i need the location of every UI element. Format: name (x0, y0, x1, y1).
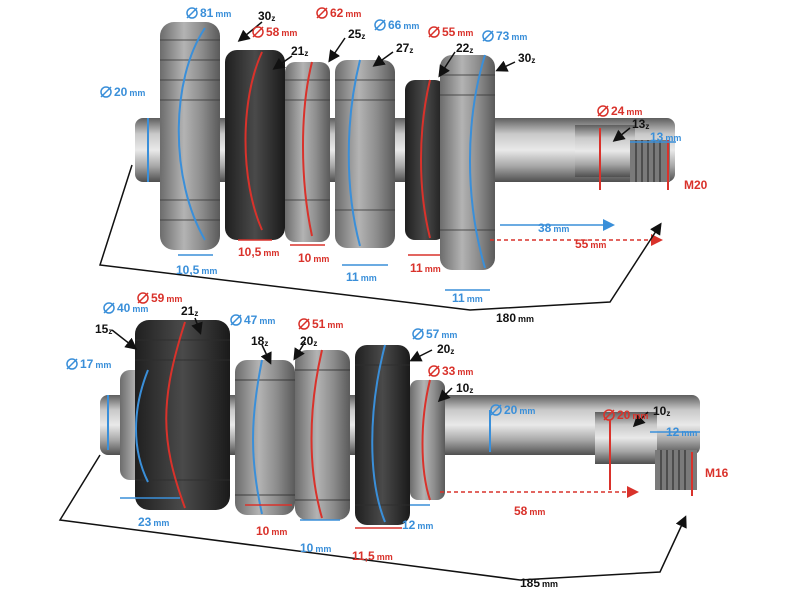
diameter-icon (66, 358, 78, 370)
diameter-icon (137, 292, 149, 304)
diameter-icon (100, 86, 112, 98)
bottom-teeth-20-label: 20z (300, 334, 318, 348)
bottom-teeth-10-label: 10z (456, 381, 474, 395)
diameter-icon (597, 105, 609, 117)
top-width-lines (178, 141, 676, 291)
diameter-icon (186, 7, 198, 19)
top-teeth-30-label: 30z (258, 9, 276, 23)
top-teeth-27-label: 27z (396, 41, 414, 55)
top-gear-30z-second (440, 55, 495, 270)
top-gear-teeth (160, 39, 495, 231)
bottom-teeth-21-label: 21z (181, 304, 199, 318)
top-gear-22z (405, 80, 445, 240)
top-gear-30z (160, 22, 220, 250)
bottom-gear-21z (135, 320, 230, 510)
bottom-gear-10z (410, 380, 445, 500)
bottom-shaft-splines (595, 412, 657, 464)
bottom-gear-20z (295, 350, 350, 520)
top-teeth-25-label: 25z (348, 27, 366, 41)
diameter-icon (316, 7, 328, 19)
diameter-icon (412, 328, 424, 340)
bottom-gear-20z-second (355, 345, 410, 525)
top-teeth-30-second-label: 30z (518, 51, 536, 65)
bottom-shaft (58, 317, 700, 581)
top-gear-25z (285, 62, 330, 242)
top-thread-lines (635, 140, 661, 182)
bottom-width-lines (120, 431, 700, 529)
bottom-teeth-10-second-label: 10z (653, 404, 671, 418)
diameter-icon (103, 302, 115, 314)
top-gear-21z (225, 50, 285, 240)
diameter-icon (482, 30, 494, 42)
diameter-icon (374, 19, 386, 31)
diameter-icon (252, 26, 264, 38)
diameter-icon (603, 409, 615, 421)
top-teeth-leaders (237, 21, 631, 142)
bottom-teeth-20-second-label: 20z (437, 342, 455, 356)
bottom-teeth-leaders (111, 317, 649, 428)
bottom-thread-label: M16 (705, 466, 729, 480)
top-teeth-22-label: 22z (456, 41, 474, 55)
bottom-gear-teeth (135, 339, 410, 506)
top-shaft (99, 21, 676, 311)
top-teeth-21-label: 21z (291, 44, 309, 58)
diameter-icon (298, 318, 310, 330)
top-gear-27z (335, 60, 395, 248)
top-diameter-lines (147, 27, 669, 269)
bottom-teeth-15-label: 15z (95, 322, 113, 336)
diameter-icon (490, 404, 502, 416)
top-length-line (99, 164, 662, 311)
bottom-diameter-lines (107, 321, 693, 523)
bottom-length-line (58, 454, 687, 581)
diameter-icon (428, 26, 440, 38)
bottom-thread-lines (660, 450, 686, 490)
diameter-icon (428, 365, 440, 377)
diameter-icon (230, 314, 242, 326)
bottom-gear-18z (235, 360, 295, 515)
top-teeth-13-label: 13z (632, 117, 650, 131)
bottom-teeth-18-label: 18z (251, 334, 269, 348)
top-thread-label: M20 (684, 178, 708, 192)
top-shaft-splines (575, 125, 635, 177)
